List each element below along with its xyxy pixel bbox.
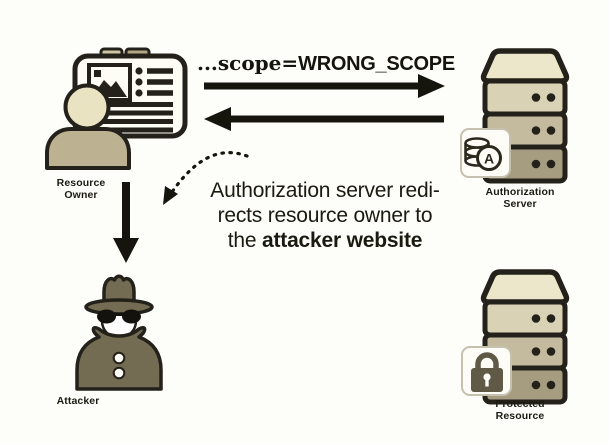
redirect-annotation: Authorization server redi- rects resourc… xyxy=(170,178,480,253)
fedora-brim-icon xyxy=(84,298,154,316)
resource-owner-label: Resource Owner xyxy=(56,177,106,202)
auth-letter-circle-icon xyxy=(476,145,502,171)
lock-badge-icon xyxy=(461,346,512,396)
server-top-icon xyxy=(480,48,570,84)
authorization-server-label: Authorization Server xyxy=(485,186,555,211)
auth-letter: A xyxy=(484,151,494,167)
server-led-dots-icon xyxy=(531,314,556,390)
padlock-icon xyxy=(471,352,503,392)
coat-button-icon xyxy=(112,366,126,380)
person-body-icon xyxy=(45,127,131,170)
scope-request-message: ...scope=WRONG_SCOPE xyxy=(197,51,455,76)
authorization-server-icon: A xyxy=(460,48,570,184)
auth-badge-icon: A xyxy=(460,128,511,178)
scope-request-arrow xyxy=(204,74,445,98)
person-head-icon xyxy=(63,83,111,131)
scope-message-value: WRONG_SCOPE xyxy=(298,53,455,75)
resource-owner-icon xyxy=(45,47,188,170)
server-led-dots-icon xyxy=(531,93,556,169)
photo-dot-icon xyxy=(94,70,101,77)
redirect-response-arrow xyxy=(204,107,444,131)
attacker-label: Attacker xyxy=(56,395,100,407)
protected-resource-icon xyxy=(461,269,570,405)
scope-message-prefix: ...scope= xyxy=(197,51,299,75)
annotation-line-1: Authorization server redi- xyxy=(210,179,440,202)
sunglasses-icon xyxy=(97,309,141,324)
annotation-line-3: the attacker website xyxy=(170,228,480,253)
owner-to-attacker-arrow xyxy=(113,182,139,263)
annotation-line-3-bold: attacker website xyxy=(262,229,423,252)
server-top-icon xyxy=(480,269,570,305)
dotted-redirect-arrow xyxy=(163,151,249,205)
annotation-line-3-normal: the xyxy=(227,229,257,252)
annotation-line-2: rects resource owner to xyxy=(217,204,433,227)
attacker-icon xyxy=(75,274,163,391)
protected-resource-label: Protected Resource xyxy=(495,398,545,423)
coat-button-icon xyxy=(112,351,126,365)
